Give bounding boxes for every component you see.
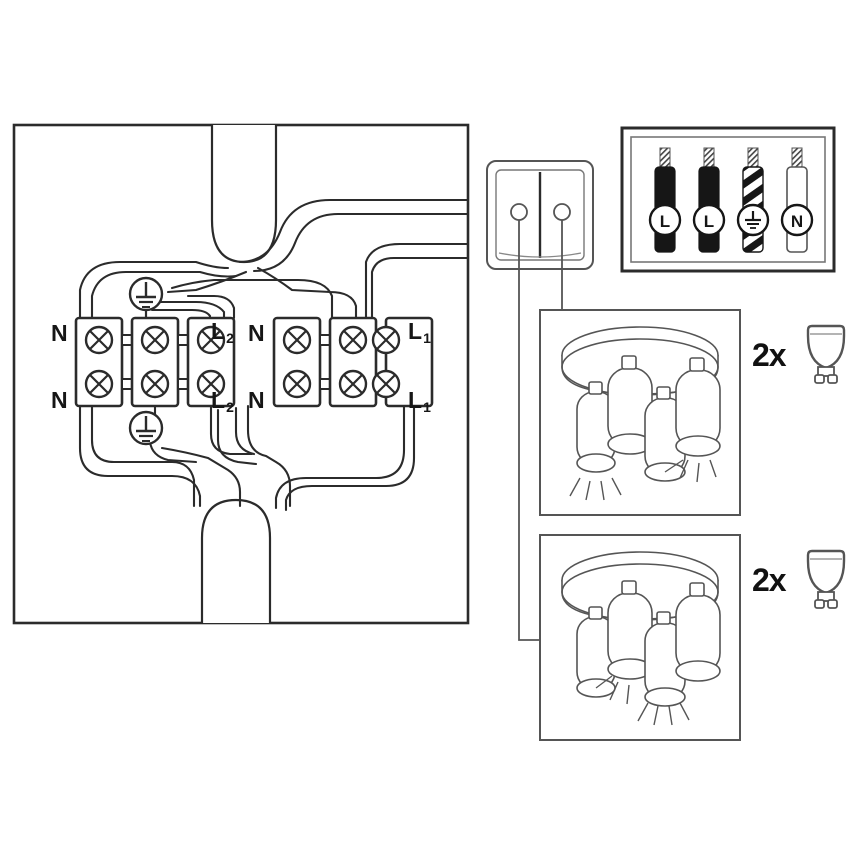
terminal-label-N-left-top: N	[51, 320, 68, 346]
earth-symbol-top	[128, 276, 164, 318]
terminal-block-group-right	[272, 316, 434, 408]
terminal-label-L2-bottom: L2	[211, 387, 234, 415]
switch-indicator-left	[510, 203, 528, 221]
svg-text:L: L	[704, 212, 714, 231]
light-rays-upper	[569, 459, 717, 501]
terminal-label-L2-bottom-sub: 2	[226, 399, 234, 415]
terminal-block-4	[272, 316, 322, 408]
terminal-label-N-right-bottom: N	[248, 387, 265, 413]
ceiling-spotlight-upper	[561, 326, 721, 482]
double-rocker-switch[interactable]	[486, 160, 594, 270]
terminal-screw	[282, 369, 312, 399]
gu10-bulb-icon-upper	[806, 324, 846, 384]
terminal-label-N-right-top: N	[248, 320, 265, 346]
terminal-label-L1-bottom-sub: 1	[423, 399, 431, 415]
svg-text:N: N	[791, 212, 803, 231]
terminal-screw	[196, 369, 226, 399]
legend-wire-live-1: L	[648, 147, 682, 253]
wire-to-lower-fixture	[518, 220, 540, 641]
terminal-label-L1-bottom: L1	[408, 387, 431, 415]
terminal-label-L2-top: L2	[211, 318, 234, 346]
terminal-block-2	[130, 316, 180, 408]
terminal-block-group-left	[74, 316, 236, 408]
terminal-label-L1-top: L1	[408, 318, 431, 346]
switch-indicator-right	[553, 203, 571, 221]
outgoing-cable-bottom	[200, 498, 272, 623]
terminal-block-5	[328, 316, 378, 408]
svg-text:L: L	[660, 212, 670, 231]
terminal-screw	[338, 369, 368, 399]
wire-bundle-bottom	[78, 404, 416, 512]
terminal-block-6	[371, 316, 434, 408]
legend-wire-earth	[736, 147, 770, 253]
terminal-screw	[140, 325, 170, 355]
wire-colour-legend: L L	[620, 126, 836, 273]
terminal-label-L1-bottom-text: L	[408, 387, 423, 413]
terminal-label-N-left-bottom: N	[51, 387, 68, 413]
terminal-label-L1-top-text: L	[408, 318, 423, 344]
wire-bundle-top	[78, 198, 470, 320]
terminal-screw	[84, 369, 114, 399]
terminal-label-L1-top-sub: 1	[423, 330, 431, 346]
mains-cable-top	[210, 125, 278, 264]
terminal-screw	[282, 325, 312, 355]
fixture-box-upper	[539, 309, 741, 516]
terminal-screw	[196, 325, 226, 355]
ceiling-spotlight-lower	[561, 551, 721, 707]
terminal-block-1	[74, 316, 124, 408]
fixture-box-lower	[539, 534, 741, 741]
light-rays-lower	[609, 681, 690, 726]
quantity-label-lower: 2x	[752, 562, 787, 598]
terminal-screw	[338, 325, 368, 355]
legend-wire-neutral: N	[780, 147, 814, 253]
terminal-label-L2-bottom-text: L	[211, 387, 226, 413]
terminal-screw	[140, 369, 170, 399]
terminal-screw	[371, 369, 401, 399]
terminal-label-L2-top-sub: 2	[226, 330, 234, 346]
terminal-screw	[84, 325, 114, 355]
earth-symbol-bottom	[128, 410, 164, 446]
terminal-screw	[371, 325, 401, 355]
quantity-label-upper: 2x	[752, 337, 787, 373]
terminal-label-L2-top-text: L	[211, 318, 226, 344]
legend-wire-live-2: L	[692, 147, 726, 253]
gu10-bulb-icon-lower	[806, 549, 846, 609]
